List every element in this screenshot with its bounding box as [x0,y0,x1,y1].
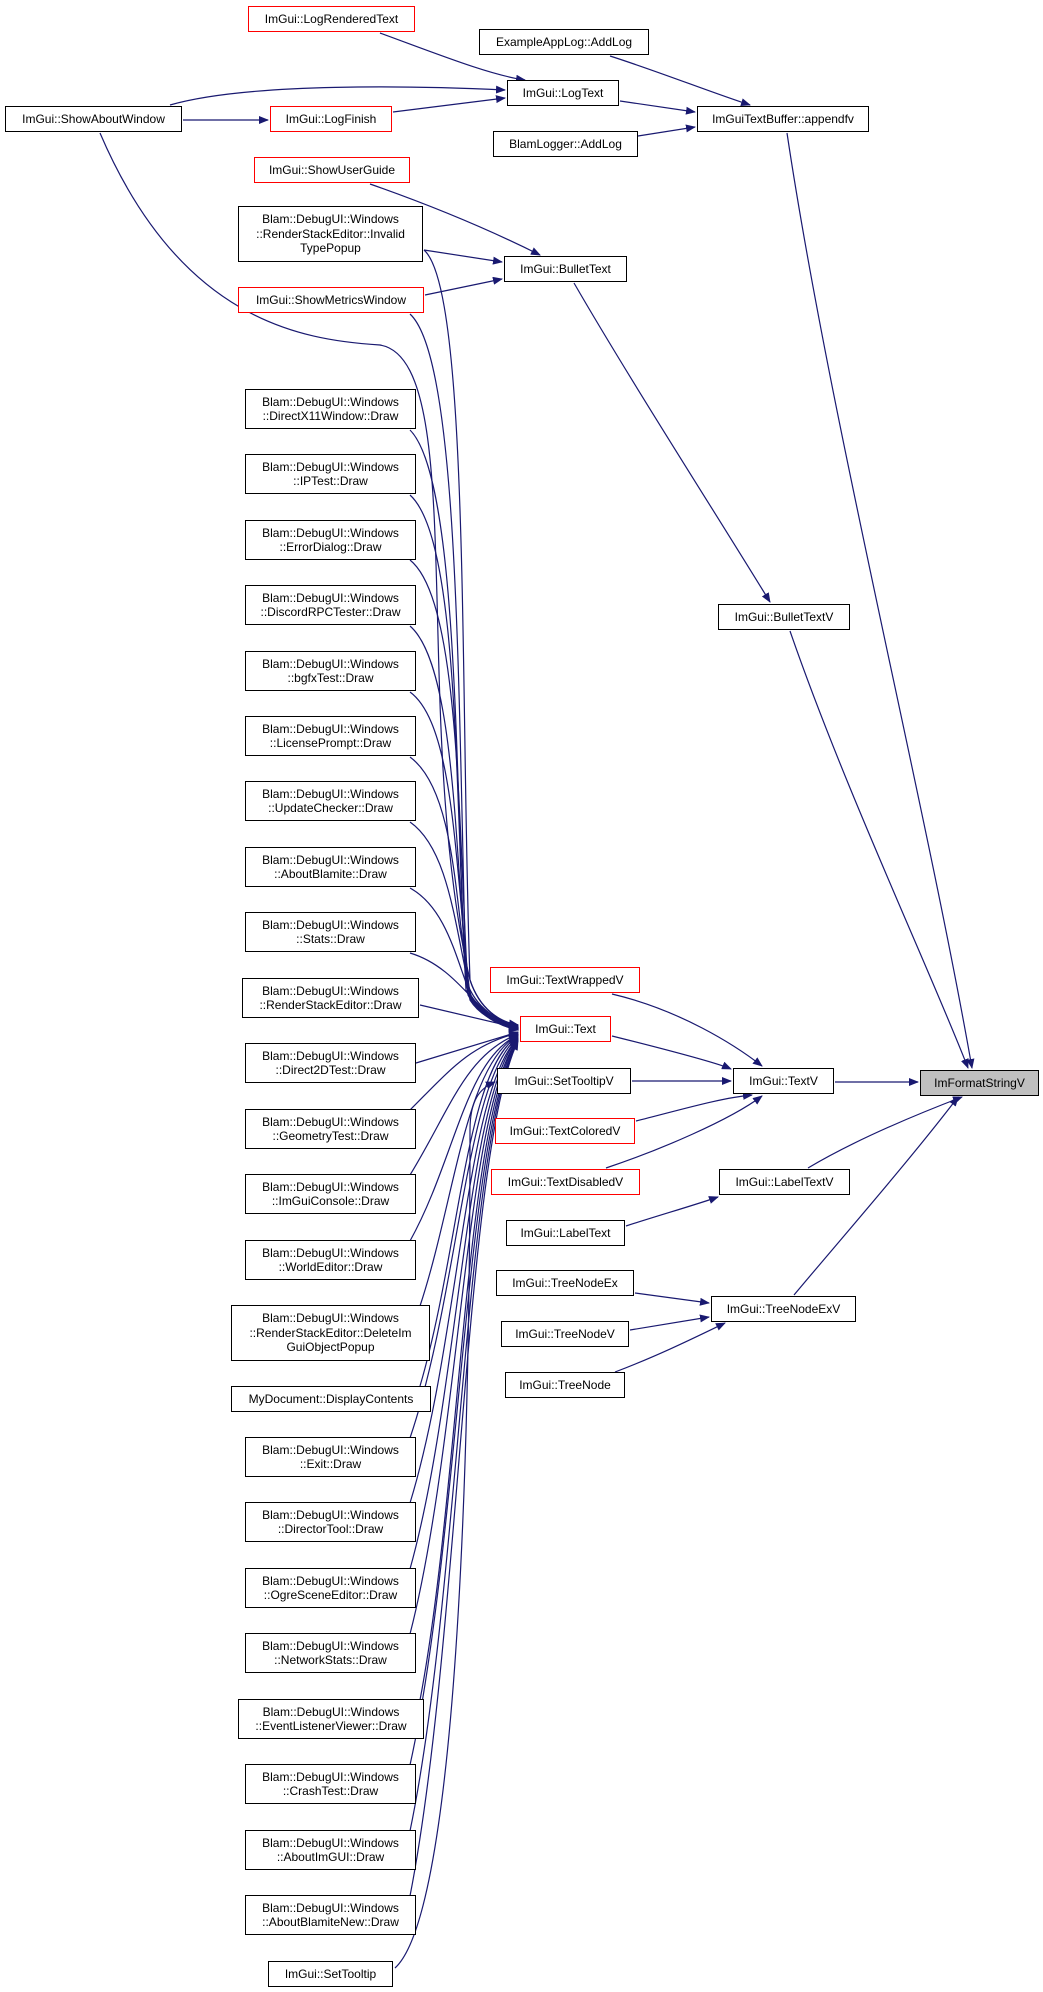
edge-worldeditor-to-text [409,1034,519,1242]
node-text-v[interactable]: ImGui::TextV [733,1068,834,1094]
node-show-metrics-window[interactable]: ImGui::ShowMetricsWindow [238,287,424,313]
node-error-dialog-draw[interactable]: Blam::DebugUI::Windows ::ErrorDialog::Dr… [245,520,416,560]
edge-bgfxtest-to-text [409,691,519,1031]
edge-exampleapplog-to-appendfv [609,55,751,107]
node-log-rendered-text[interactable]: ImGui::LogRenderedText [248,6,415,32]
node-geometry-test-draw[interactable]: Blam::DebugUI::Windows ::GeometryTest::D… [245,1109,416,1149]
edge-displaycontents-to-text [419,1035,519,1387]
node-bgfx-test-draw[interactable]: Blam::DebugUI::Windows ::bgfxTest::Draw [245,651,416,691]
edge-logtext-to-appendfv [619,100,696,115]
edge-bullettext-to-bullettextv [573,282,771,603]
node-direct2d-test-draw[interactable]: Blam::DebugUI::Windows ::Direct2DTest::D… [245,1043,416,1083]
edges [99,32,975,1969]
node-text-disabled-v[interactable]: ImGui::TextDisabledV [491,1169,640,1195]
node-imgui-console-draw[interactable]: Blam::DebugUI::Windows ::ImGuiConsole::D… [245,1174,416,1214]
edge-textwrappedv-to-textv [611,993,763,1067]
edge-invalidtypepopup-to-text [423,249,519,1028]
edge-labeltext-to-labeltextv [625,1196,719,1227]
edge-settooltip-to-settooltipv [394,1081,496,1969]
node-log-text[interactable]: ImGui::LogText [507,80,619,106]
edge-geometrytest-to-text [409,1031,519,1111]
edge-showaboutwindow-to-logtext [169,85,506,106]
node-example-app-log-add-log[interactable]: ExampleAppLog::AddLog [479,29,649,55]
node-text-wrapped-v[interactable]: ImGui::TextWrappedV [490,967,640,993]
node-world-editor-draw[interactable]: Blam::DebugUI::Windows ::WorldEditor::Dr… [245,1240,416,1280]
edge-treenode-to-treenodeexv [614,1322,726,1373]
node-tree-node-ex-v[interactable]: ImGui::TreeNodeExV [711,1296,856,1322]
node-text-colored-v[interactable]: ImGui::TextColoredV [495,1118,635,1144]
edge-logfinish-to-logtext [392,95,506,113]
edge-textcoloredv-to-textv [635,1091,753,1122]
edge-imguiconsole-to-text [409,1033,519,1176]
node-exit-draw[interactable]: Blam::DebugUI::Windows ::Exit::Draw [245,1437,416,1477]
edge-aboutimgui-to-text [409,1039,519,1832]
edge-crashtest-to-text [409,1039,519,1766]
node-tree-node-ex[interactable]: ImGui::TreeNodeEx [496,1270,634,1296]
node-directx11-window-draw[interactable]: Blam::DebugUI::Windows ::DirectX11Window… [245,389,416,429]
node-event-listener-viewer-draw[interactable]: Blam::DebugUI::Windows ::EventListenerVi… [238,1699,424,1739]
edge-treenodeexv-to-formatstringv [793,1096,959,1296]
node-bullet-text-v[interactable]: ImGui::BulletTextV [718,604,850,630]
node-stats-draw[interactable]: Blam::DebugUI::Windows ::Stats::Draw [245,912,416,952]
node-show-about-window[interactable]: ImGui::ShowAboutWindow [5,106,182,132]
edge-blamlogger-to-appendfv [637,124,696,137]
edge-showuserguide-to-bullettext [369,183,541,256]
edge-exit-to-text [409,1036,519,1439]
node-director-tool-draw[interactable]: Blam::DebugUI::Windows ::DirectorTool::D… [245,1502,416,1542]
edge-textdisabledv-to-textv [605,1095,763,1169]
node-log-finish[interactable]: ImGui::LogFinish [270,106,392,132]
edge-direct2d-to-text [415,1030,519,1064]
node-about-blamite-draw[interactable]: Blam::DebugUI::Windows ::AboutBlamite::D… [245,847,416,887]
node-label-text[interactable]: ImGui::LabelText [506,1220,625,1246]
node-tree-node[interactable]: ImGui::TreeNode [505,1372,625,1398]
node-ip-test-draw[interactable]: Blam::DebugUI::Windows ::IPTest::Draw [245,454,416,494]
node-license-prompt-draw[interactable]: Blam::DebugUI::Windows ::LicensePrompt::… [245,716,416,756]
node-display-contents[interactable]: MyDocument::DisplayContents [231,1386,431,1412]
edge-appendfv-to-formatstringv [786,132,975,1069]
edge-text-to-textv [611,1035,732,1070]
node-invalid-type-popup[interactable]: Blam::DebugUI::Windows ::RenderStackEdit… [238,206,423,262]
edge-showmetricswindow-to-bullettext [424,276,503,296]
node-set-tooltip[interactable]: ImGui::SetTooltip [268,1961,393,1987]
node-about-blamite-new-draw[interactable]: Blam::DebugUI::Windows ::AboutBlamiteNew… [245,1895,416,1935]
edge-aboutblamitenew-to-text [409,1040,519,1897]
node-update-checker-draw[interactable]: Blam::DebugUI::Windows ::UpdateChecker::… [245,781,416,821]
node-im-format-string-v: ImFormatStringV [920,1070,1039,1096]
edge-deleteimgui-to-text [419,1034,519,1307]
node-delete-imgui-object-popup[interactable]: Blam::DebugUI::Windows ::RenderStackEdit… [231,1305,430,1361]
edge-treenodev-to-treenodeexv [629,1314,710,1331]
node-text-buffer-appendfv[interactable]: ImGuiTextBuffer::appendfv [697,106,869,132]
node-text[interactable]: ImGui::Text [520,1016,611,1042]
node-about-imgui-draw[interactable]: Blam::DebugUI::Windows ::AboutImGUI::Dra… [245,1830,416,1870]
edge-bullettextv-to-formatstringv [789,630,969,1069]
node-render-stack-editor-draw[interactable]: Blam::DebugUI::Windows ::RenderStackEdit… [242,978,419,1018]
node-tree-node-v[interactable]: ImGui::TreeNodeV [501,1321,629,1347]
node-discord-rpc-tester-draw[interactable]: Blam::DebugUI::Windows ::DiscordRPCTeste… [245,585,416,625]
edge-logrenderedtext-to-logtext [379,32,526,83]
node-bullet-text[interactable]: ImGui::BulletText [504,256,627,282]
node-blam-logger-add-log[interactable]: BlamLogger::AddLog [493,131,638,157]
node-crash-test-draw[interactable]: Blam::DebugUI::Windows ::CrashTest::Draw [245,1764,416,1804]
edge-treenodeex-to-treenodeexv [634,1292,710,1306]
edge-labeltextv-to-formatstringv [807,1096,963,1169]
node-show-user-guide[interactable]: ImGui::ShowUserGuide [254,157,410,183]
edge-invalidtypepopup-to-bullettext [423,249,503,265]
edge-renderstackeditor-to-text [419,1004,519,1030]
node-network-stats-draw[interactable]: Blam::DebugUI::Windows ::NetworkStats::D… [245,1633,416,1673]
node-set-tooltip-v[interactable]: ImGui::SetTooltipV [497,1068,631,1094]
node-label-text-v[interactable]: ImGui::LabelTextV [719,1169,850,1195]
node-ogre-scene-editor-draw[interactable]: Blam::DebugUI::Windows ::OgreSceneEditor… [245,1568,416,1608]
edge-showmetricswindow-to-text [409,313,519,1028]
